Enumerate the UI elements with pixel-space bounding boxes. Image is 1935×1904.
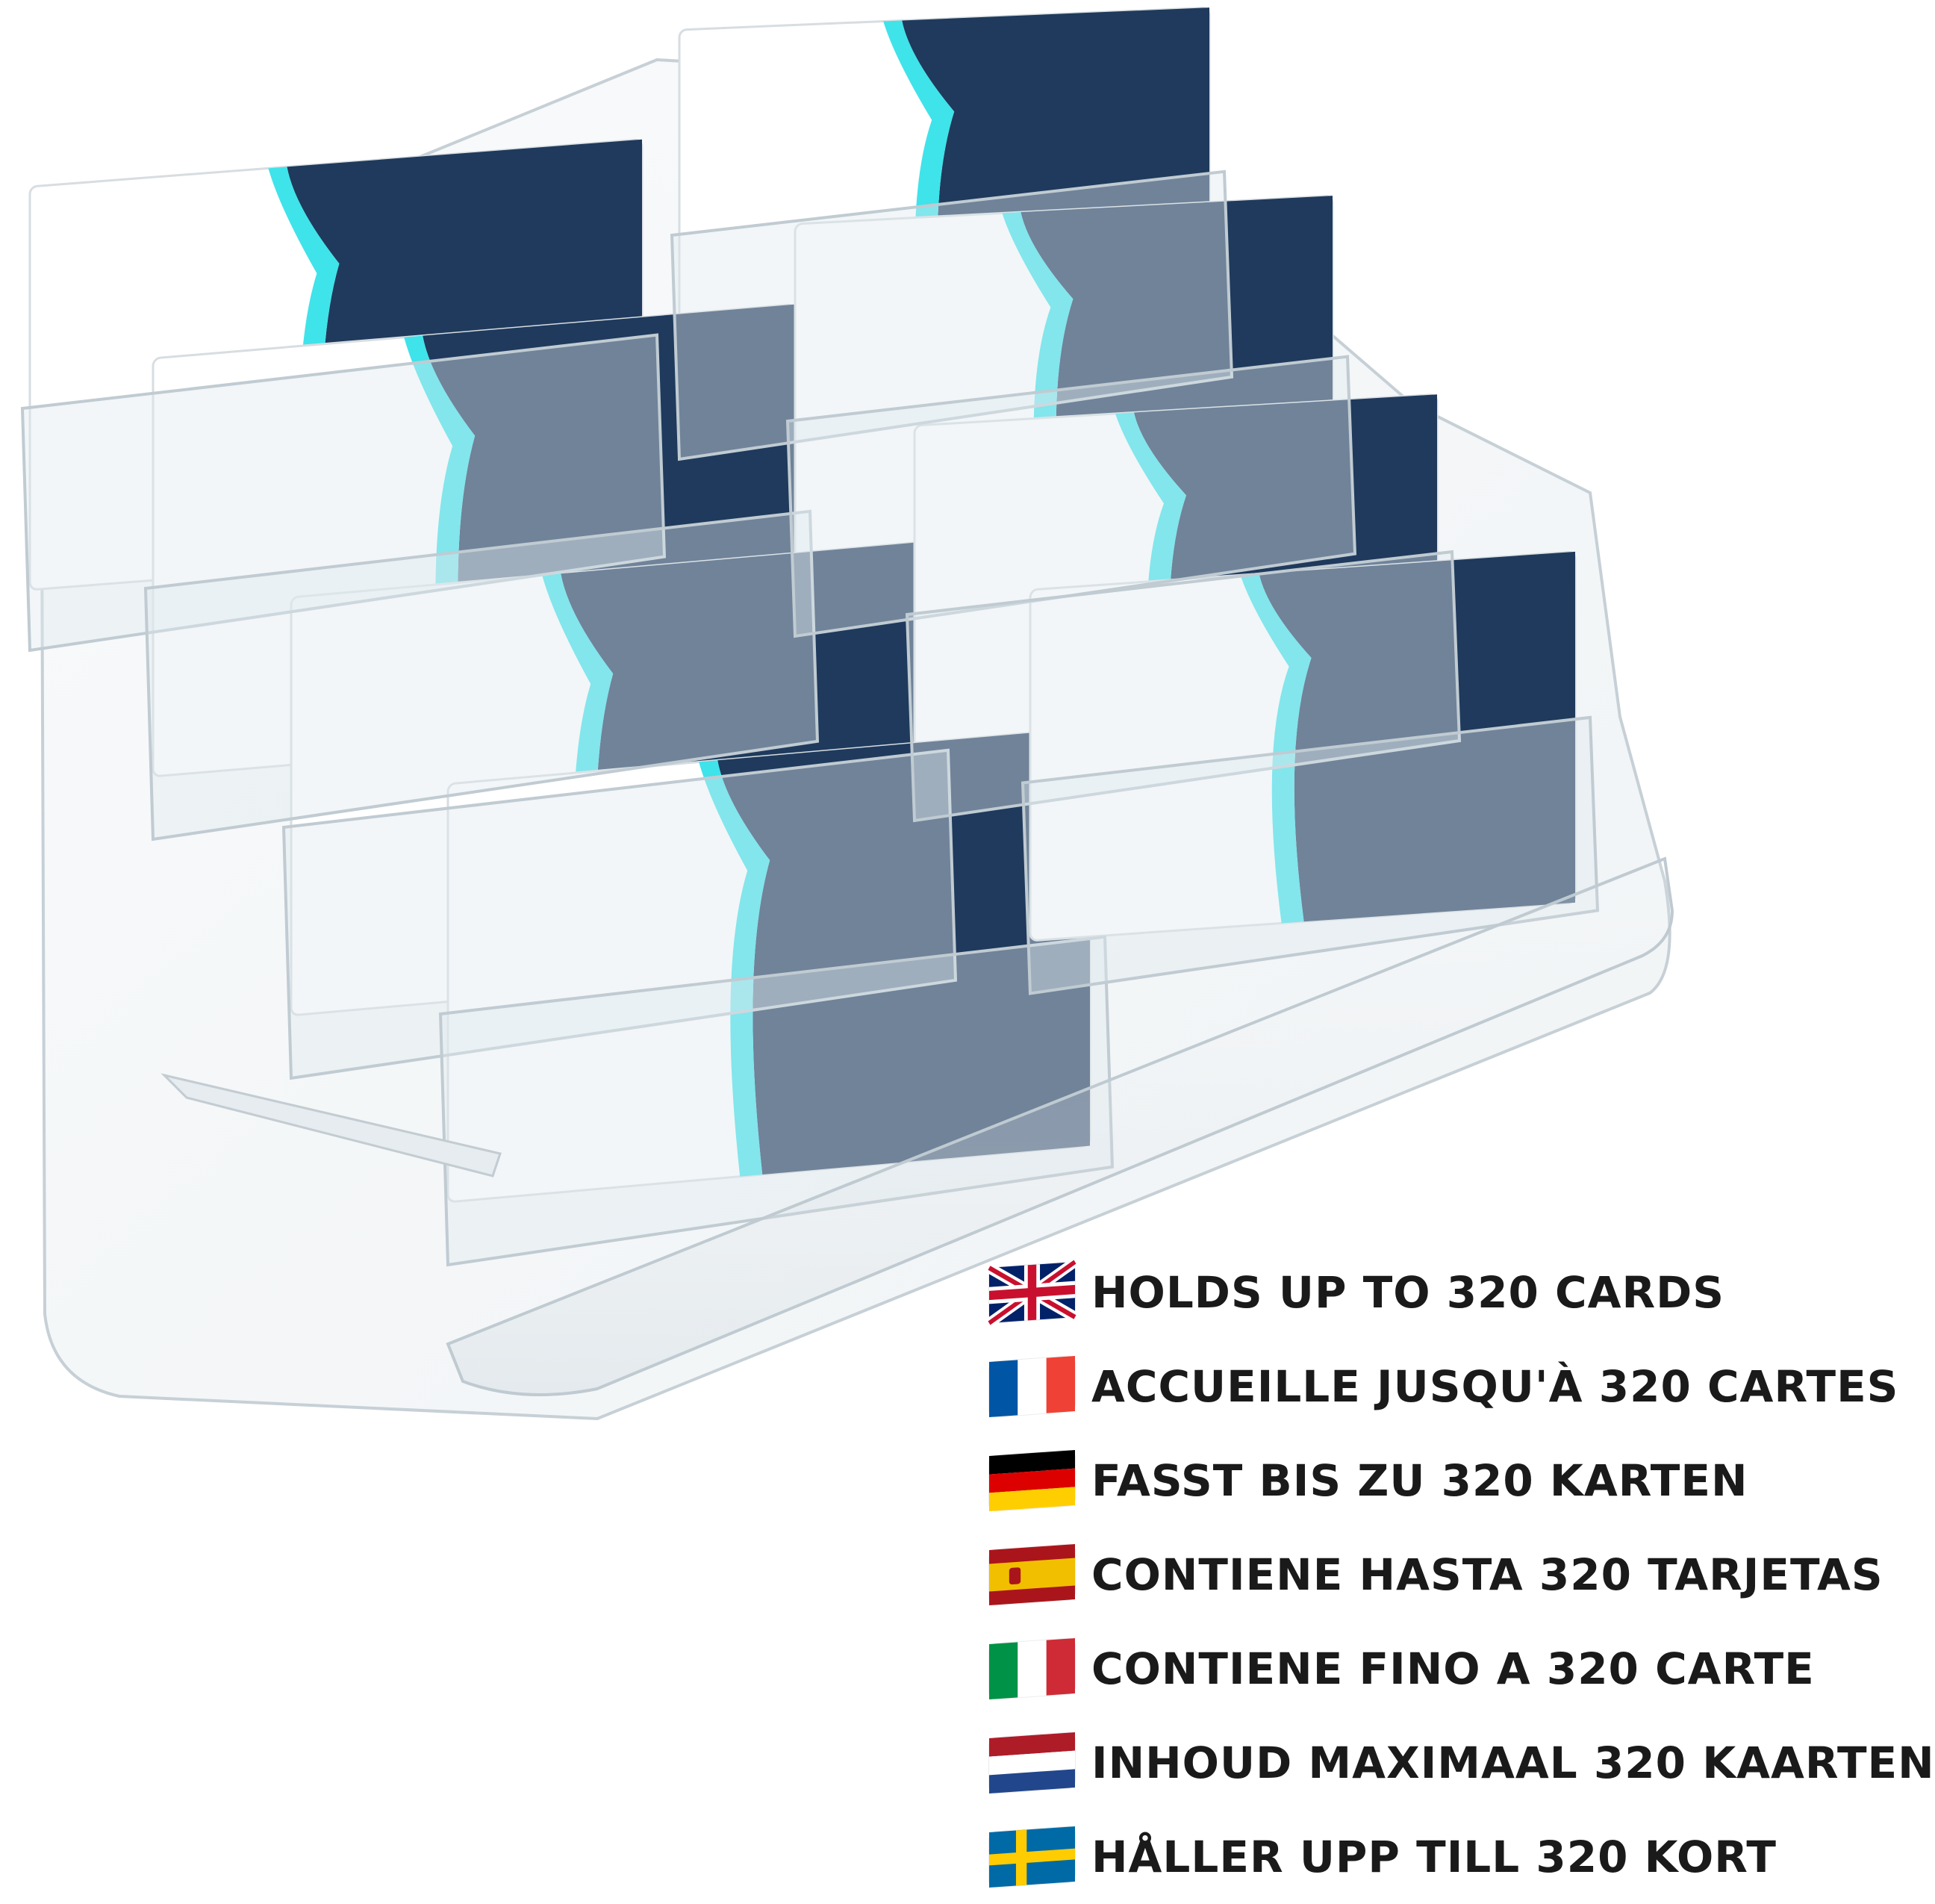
holder-base-plate <box>446 856 1674 1396</box>
acrylic-pocket <box>143 509 820 841</box>
germany-flag-icon <box>989 1449 1075 1512</box>
spain-flag-icon <box>989 1543 1075 1606</box>
claim-text: HOLDS UP TO 320 CARDS <box>1091 1267 1725 1318</box>
claim-text: FASST BIS ZU 320 KARTEN <box>1091 1455 1748 1506</box>
claim-text: INHOUD MAXIMAAL 320 KAARTEN <box>1091 1737 1935 1788</box>
netherlands-flag-icon <box>989 1732 1075 1794</box>
claim-text: ACCUEILLE JUSQU'À 320 CARTES <box>1091 1361 1899 1412</box>
claim-row-en: HOLDS UP TO 320 CARDS <box>986 1245 1866 1340</box>
claim-row-de: FASST BIS ZU 320 KARTEN <box>989 1434 1866 1528</box>
acrylic-pocket <box>905 550 1462 823</box>
claim-row-fr: ACCUEILLE JUSQU'À 320 CARTES <box>989 1340 1898 1434</box>
france-flag-icon <box>989 1355 1075 1418</box>
claim-row-es: CONTIENE HASTA 320 TARJETAS <box>989 1528 1883 1622</box>
claim-text: HÅLLER UPP TILL 320 KORT <box>1091 1832 1777 1882</box>
uk-flag-icon <box>986 1257 1078 1328</box>
business-card-holder-illustration <box>20 7 1674 1421</box>
holder-stand-wedge <box>161 1073 502 1177</box>
acrylic-pocket <box>785 355 1357 638</box>
sweden-flag-icon <box>989 1826 1075 1888</box>
claim-row-nl: INHOUD MAXIMAAL 320 KAARTEN <box>989 1716 1934 1810</box>
claim-text: CONTIENE HASTA 320 TARJETAS <box>1091 1549 1883 1600</box>
claim-text: CONTIENE FINO A 320 CARTE <box>1091 1643 1815 1694</box>
acrylic-pocket <box>281 748 958 1080</box>
card-pockets <box>20 169 1600 1267</box>
claim-row-it: CONTIENE FINO A 320 CARTE <box>989 1622 1866 1716</box>
acrylic-pocket <box>20 333 667 653</box>
business-cards <box>28 7 1577 1203</box>
claim-row-sv: HÅLLER UPP TILL 320 KORT <box>989 1810 1866 1904</box>
italy-flag-icon <box>989 1637 1075 1700</box>
capacity-claims-list: HOLDS UP TO 320 CARDS ACCUEILLE JUSQU'À 3… <box>986 1245 1934 1904</box>
